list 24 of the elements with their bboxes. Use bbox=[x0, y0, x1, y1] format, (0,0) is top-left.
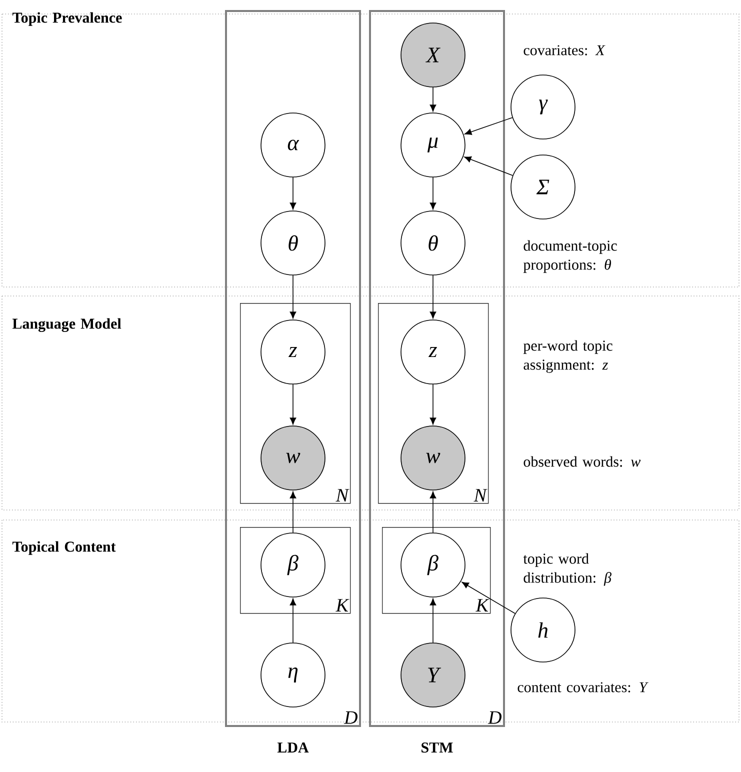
arrow bbox=[430, 491, 436, 533]
section-heading: Topic Prevalence bbox=[12, 12, 122, 26]
arrow bbox=[462, 582, 516, 614]
arrow bbox=[290, 384, 296, 425]
arrow bbox=[290, 177, 296, 210]
arrow bbox=[430, 177, 436, 210]
annotation-text: observed words: w bbox=[524, 456, 641, 467]
annotation-text: covariates: X bbox=[524, 45, 606, 56]
section-heading: Language Model bbox=[12, 318, 122, 332]
node-label: LDA bbox=[277, 742, 309, 752]
section-heading: Topical Content bbox=[12, 541, 116, 555]
arrow bbox=[430, 87, 436, 112]
arrow bbox=[430, 598, 436, 643]
annotation-text: document-topic proportions: θ bbox=[523, 240, 617, 273]
arrow bbox=[464, 156, 514, 176]
arrow bbox=[290, 598, 296, 643]
arrow bbox=[430, 384, 436, 425]
annotation-text: per-word topic assignment: z bbox=[523, 340, 612, 373]
arrow bbox=[290, 491, 296, 533]
node-label: STM bbox=[422, 742, 453, 753]
annotation-text: content covariates: Y bbox=[518, 682, 648, 692]
arrow bbox=[464, 117, 513, 135]
arrow bbox=[290, 275, 296, 319]
arrow bbox=[430, 275, 436, 319]
